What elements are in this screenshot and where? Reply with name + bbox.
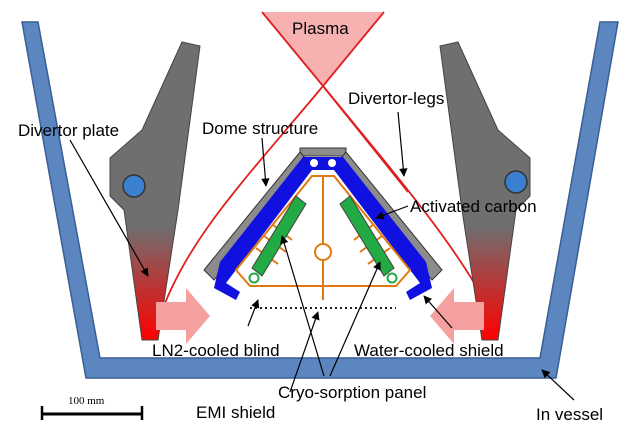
label-divertor-legs: Divertor-legs [348,89,444,108]
label-water-cooled-shield: Water-cooled shield [354,341,504,360]
label-dome-structure: Dome structure [202,119,318,138]
label-in-vessel: In vessel [536,405,603,424]
left-cooling-pipe-icon [122,174,146,198]
shield-pipe-icon [328,159,336,167]
shield-pipe-icon [310,159,318,167]
water-cooled-shield [214,157,432,300]
left-divertor-plate [109,41,201,341]
scale-bar: 100 mm [40,395,144,420]
right-cooling-pipe-icon [504,170,528,194]
in-vessel-wall [21,21,619,379]
dome-assembly [203,147,443,309]
label-plasma: Plasma [292,19,349,38]
scale-bar-label: 100 mm [68,395,105,407]
leader-lines [69,111,575,401]
label-ln2-cooled-blind: LN2-cooled blind [152,341,280,360]
label-divertor-plate: Divertor plate [18,121,119,140]
label-emi-shield: EMI shield [196,403,275,422]
ln2-cooled-blind [234,175,412,300]
right-divertor-plate [439,41,531,341]
plasma-region [262,12,384,86]
left-flow-arrow-icon [156,288,210,344]
cryo-sorption-panel [248,195,398,284]
label-cryo-sorption-panel: Cryo-sorption panel [278,383,426,402]
label-activated-carbon: Activated carbon [410,197,537,216]
right-flow-arrow-icon [430,288,484,344]
